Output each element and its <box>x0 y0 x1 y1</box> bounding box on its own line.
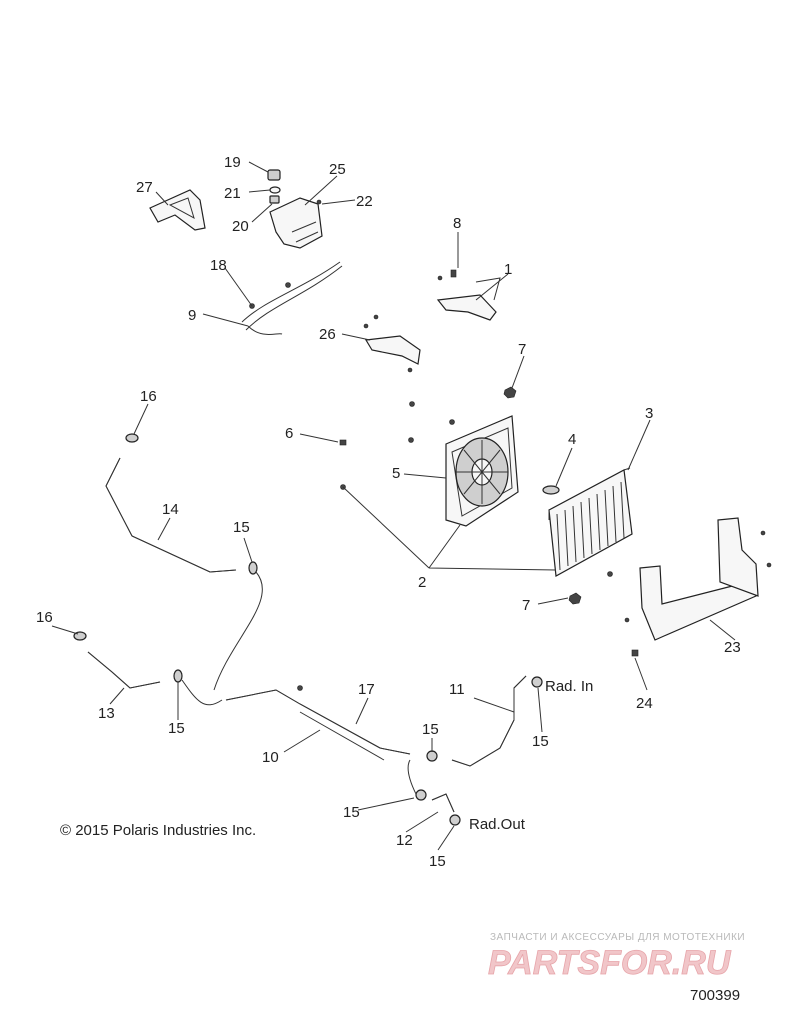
part-12-hose <box>431 793 455 813</box>
callout-10: 10 <box>262 749 279 766</box>
watermark-logo: PARTSFOR.RU <box>488 944 732 982</box>
callout-16-upper: 16 <box>140 388 157 405</box>
part-17-clip <box>297 685 303 691</box>
callout-2: 2 <box>418 574 426 591</box>
callout-26: 26 <box>319 326 336 343</box>
part-21-washer <box>269 186 281 194</box>
callout-14: 14 <box>162 501 179 518</box>
callout-8: 8 <box>453 215 461 232</box>
callout-15-e: 15 <box>343 804 360 821</box>
part-11-hose <box>451 675 527 767</box>
part-7-nut-lower <box>568 592 582 605</box>
callout-7-lower: 7 <box>522 597 530 614</box>
callout-numbers: 27 19 21 20 25 22 18 9 8 1 26 7 6 5 4 3 … <box>36 154 741 870</box>
part-18-clip <box>249 282 291 309</box>
callout-15-c: 15 <box>422 721 439 738</box>
part-24-bolt <box>631 649 639 657</box>
part-26-bracket <box>363 314 421 373</box>
callout-21: 21 <box>224 185 241 202</box>
callout-15-f: 15 <box>429 853 446 870</box>
part-7-nut-upper <box>503 386 517 399</box>
part-8-bolt <box>437 269 457 281</box>
part-13-hose <box>87 651 161 689</box>
callout-3: 3 <box>645 405 653 422</box>
callout-9: 9 <box>188 307 196 324</box>
part-1-bracket <box>436 277 501 321</box>
callout-12: 12 <box>396 832 413 849</box>
part-6-bolt <box>339 439 347 446</box>
watermark-tagline: ЗАПЧАСТИ И АКСЕССУАРЫ ДЛЯ МОТОТЕХНИКИ <box>490 932 745 943</box>
callout-15-a: 15 <box>233 519 250 536</box>
callout-11: 11 <box>449 681 465 698</box>
part-4-seal <box>542 485 560 495</box>
small-fastener-radiator <box>607 571 613 577</box>
part-14-hose <box>105 457 237 573</box>
part-27-bracket <box>149 189 206 231</box>
callout-6: 6 <box>285 425 293 442</box>
callout-22: 22 <box>356 193 373 210</box>
part-15-clamps <box>173 561 543 826</box>
callout-1: 1 <box>504 261 512 278</box>
part-10-hose <box>225 689 411 761</box>
document-number: 700399 <box>690 987 740 1004</box>
callout-5: 5 <box>392 465 400 482</box>
callout-25: 25 <box>329 161 346 178</box>
leader-lines <box>51 161 736 851</box>
part-25-reservoir <box>269 197 323 249</box>
part-9-overflow-hose <box>241 261 343 335</box>
callout-13: 13 <box>98 705 115 722</box>
callout-17: 17 <box>358 681 375 698</box>
callout-16-lower: 16 <box>36 609 53 626</box>
watermark: ЗАПЧАСТИ И АКСЕССУАРЫ ДЛЯ МОТОТЕХНИКИ PA… <box>488 932 745 982</box>
copyright-text: © 2015 Polaris Industries Inc. <box>60 822 256 839</box>
part-20-fitting <box>269 195 280 204</box>
part-3-radiator <box>548 467 633 577</box>
callout-20: 20 <box>232 218 249 235</box>
rad-out-label: Rad.Out <box>469 816 526 833</box>
callout-4: 4 <box>568 431 576 448</box>
callout-15-b: 15 <box>168 720 185 737</box>
callout-18: 18 <box>210 257 227 274</box>
callout-19: 19 <box>224 154 241 171</box>
part-5-fan-assembly <box>445 415 519 527</box>
bleed-line <box>181 571 417 795</box>
callout-23: 23 <box>724 639 741 656</box>
callout-15-d: 15 <box>532 733 549 750</box>
rad-in-label: Rad. In <box>545 678 593 695</box>
part-16-clamp-upper <box>125 433 139 443</box>
part-19-cap <box>267 169 281 181</box>
callout-7-upper: 7 <box>518 341 526 358</box>
callout-27: 27 <box>136 179 153 196</box>
part-23-bracket <box>624 517 772 641</box>
callout-24: 24 <box>636 695 653 712</box>
